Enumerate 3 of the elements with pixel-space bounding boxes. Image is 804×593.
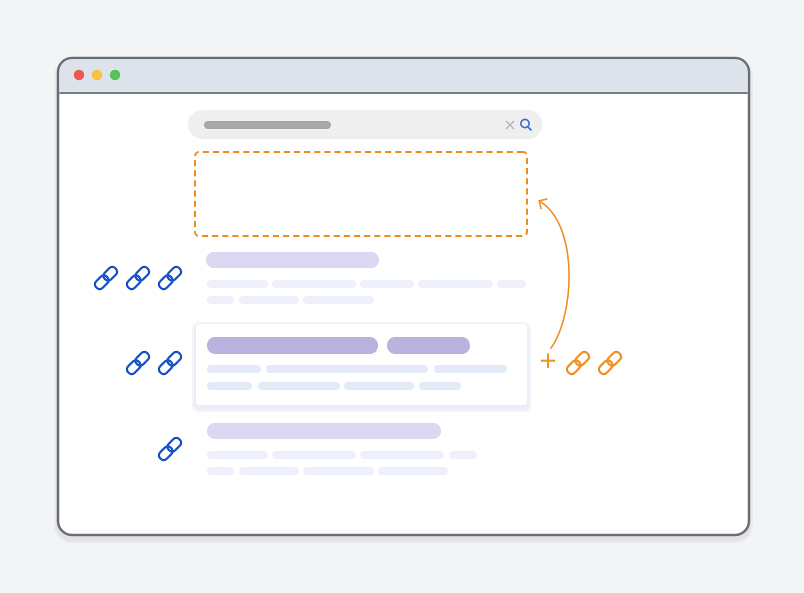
curved-arrow (538, 198, 570, 350)
dashed-box (194, 151, 528, 237)
plus-sign: + (540, 354, 556, 368)
